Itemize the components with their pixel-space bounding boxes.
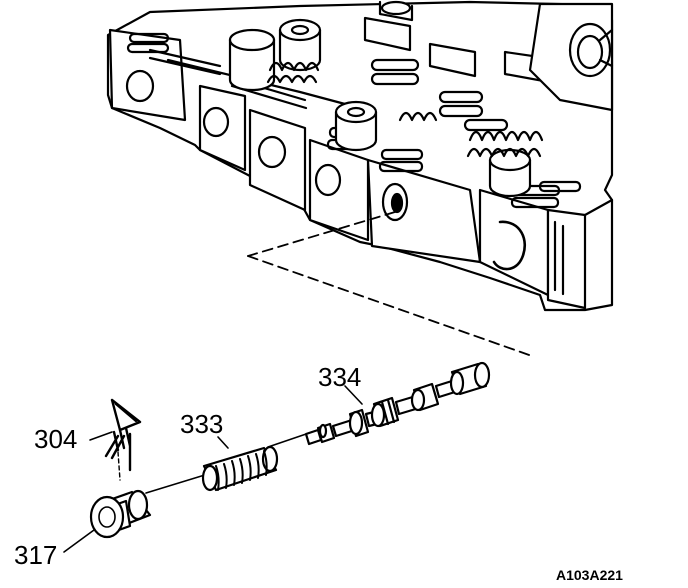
callout-leaders bbox=[63, 385, 363, 553]
callout-334: 334 bbox=[318, 362, 362, 392]
callout-333: 333 bbox=[180, 409, 224, 439]
valve-body-housing bbox=[106, 0, 614, 312]
spring-333 bbox=[145, 445, 279, 494]
figure-code: A103A221 bbox=[556, 567, 623, 583]
retainer-clip-304 bbox=[104, 398, 142, 481]
callout-317: 317 bbox=[14, 540, 58, 570]
callout-304: 304 bbox=[34, 424, 78, 454]
assembly-path-lines bbox=[247, 211, 533, 357]
bore-plug-317 bbox=[89, 489, 152, 539]
valve-spool-334 bbox=[267, 361, 491, 448]
